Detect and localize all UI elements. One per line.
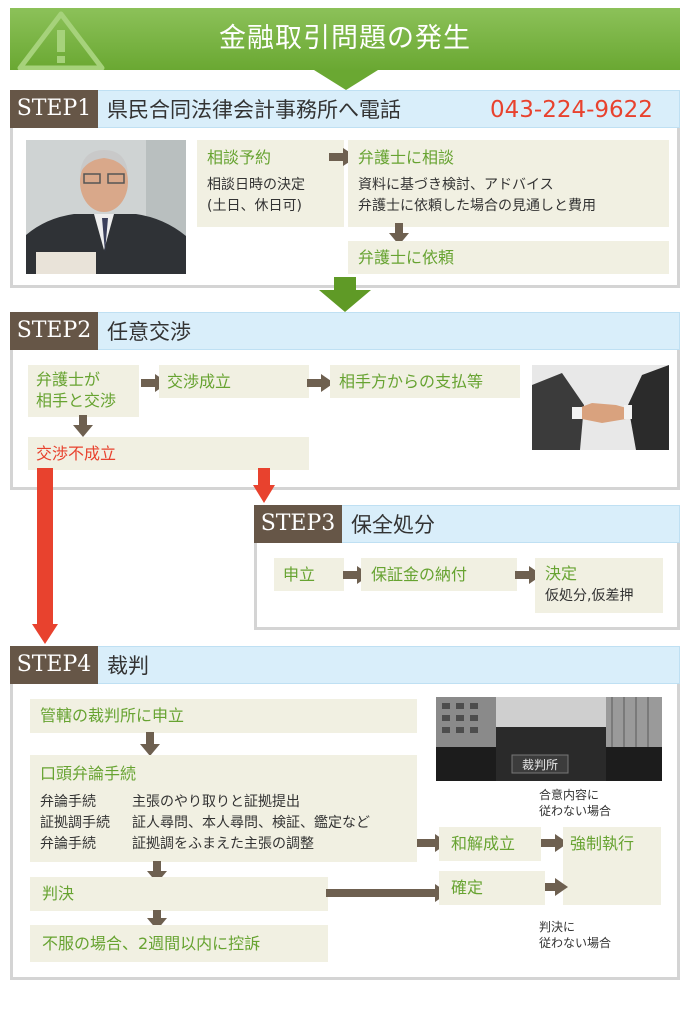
note-judgment-2: 従わない場合 [539,936,612,950]
arrow-right-icon [343,571,357,579]
negotiate-box: 弁護士が 相手と交渉 [28,365,139,417]
step2-tag: STEP2 [10,312,98,350]
note-settlement-2: 従わない場合 [539,804,612,818]
reserve-desc-1: 相談日時の決定 [207,177,305,193]
payment-label: 相手方からの支払等 [339,372,484,391]
oral-box: 口頭弁論手続 弁論手続 主張のやり取りと証拠提出 証拠調手続 証人尋問、本人尋問… [30,755,417,862]
step3-section: STEP3 保全処分 申立 保証金の納付 決定 仮処分,仮差押 [254,505,680,630]
court-photo: 裁判所 [436,697,662,781]
payment-box: 相手方からの支払等 [330,365,520,398]
warning-icon [17,11,105,70]
step4-title: 裁判 [107,654,149,678]
apply-box: 申立 [274,558,344,591]
arrow-right-icon [555,878,568,896]
arrow-right-icon [307,379,321,387]
arrow-down-icon [395,223,403,233]
arrow-down-icon [79,415,87,425]
consult-desc-1: 資料に基づき検討、アドバイス [358,177,554,193]
final-label: 確定 [451,878,484,897]
step4-header [10,646,680,684]
header-pointer [314,70,378,90]
arrow-down-icon [146,732,154,744]
arrow-down-icon [319,290,371,312]
arrow-down-icon [334,277,356,291]
settlement-label: 和解成立 [451,834,516,853]
consult-desc-2: 弁護士に依頼した場合の見通しと費用 [358,198,596,214]
file-label: 管轄の裁判所に申立 [40,706,185,725]
deposit-label: 保証金の納付 [371,565,468,584]
oral-row-desc: 証拠調をふまえた主張の調整 [132,836,314,852]
decision-label: 決定 [545,564,578,583]
fail-box: 交渉不成立 [28,437,309,470]
negotiate-line-2: 相手と交渉 [36,391,117,410]
note-settlement-1: 合意内容に [539,788,600,802]
appeal-label: 不服の場合、2週間以内に控訴 [42,934,261,953]
note-judgment-1: 判決に [539,920,576,934]
step3-tag: STEP3 [254,505,342,543]
arrow-down-icon [73,425,93,437]
step1-header [10,90,680,128]
oral-row-label: 証拠調手続 [40,815,110,831]
oral-row-label: 弁論手続 [40,794,96,810]
judgment-box: 判決 [30,877,328,911]
settlement-box: 和解成立 [439,827,541,861]
enforcement-label: 強制執行 [570,834,635,853]
arrow-right-icon [545,883,555,891]
step1-title: 県民合同法律会計事務所へ電話 [107,98,401,122]
arrow-right-icon [141,379,155,387]
apply-label: 申立 [283,565,316,584]
handshake-photo [532,365,669,450]
consult-title: 弁護士に相談 [358,148,455,167]
arrow-down-icon [140,744,160,756]
decision-desc: 仮処分,仮差押 [545,588,634,604]
arrow-down-icon [258,468,270,486]
request-box: 弁護士に依頼 [348,241,669,274]
request-title: 弁護士に依頼 [358,248,455,267]
negotiate-line-1: 弁護士が [36,370,101,389]
arrow-right-icon [329,153,343,161]
consult-box: 弁護士に相談 資料に基づき検討、アドバイス 弁護士に依頼した場合の見通しと費用 [348,140,669,227]
step2-section: STEP2 任意交渉 弁護士が 相手と交渉 交渉成立 相手方からの支払等 交渉不… [10,312,680,490]
arrow-right-icon [326,889,435,897]
step4-tag: STEP4 [10,646,98,684]
enforcement-box: 強制執行 [563,827,661,905]
arrow-down-icon [153,910,161,918]
step4-section: STEP4 裁判 管轄の裁判所に申立 裁判所 口頭弁論手続 弁論手続 主張のやり… [10,646,680,980]
judgment-label: 判決 [42,884,75,903]
page-title: 金融取引問題の発生 [219,23,471,54]
arrow-down-icon [253,485,275,503]
arrow-right-icon [417,839,435,847]
file-box: 管轄の裁判所に申立 [30,699,417,733]
oral-row-desc: 主張のやり取りと証拠提出 [132,794,300,810]
phone-number[interactable]: 043-224-9622 [490,97,653,123]
reserve-box: 相談予約 相談日時の決定 (土日、休日可) [197,140,344,227]
arrow-down-icon [37,468,53,625]
final-box: 確定 [439,871,545,905]
arrow-right-icon [515,571,529,579]
step2-header [10,312,680,350]
oral-row-label: 弁論手続 [40,836,96,852]
oral-row-desc: 証人尋問、本人尋問、検証、鑑定など [132,815,370,831]
header-banner: 金融取引問題の発生 [10,8,680,70]
arrow-down-icon [32,624,58,644]
deposit-box: 保証金の納付 [361,558,517,591]
fail-label: 交渉不成立 [36,444,117,463]
arrow-right-icon [541,839,555,847]
arrow-down-icon [153,861,161,871]
success-label: 交渉成立 [167,372,232,391]
court-sign: 裁判所 [522,758,558,772]
step3-title: 保全処分 [351,513,435,537]
lawyer-photo [26,140,186,274]
step1-tag: STEP1 [10,90,98,128]
step2-title: 任意交渉 [107,320,191,344]
oral-title: 口頭弁論手続 [40,764,137,783]
decision-box: 決定 仮処分,仮差押 [535,558,663,613]
reserve-title: 相談予約 [207,148,272,167]
success-box: 交渉成立 [159,365,309,398]
appeal-box: 不服の場合、2週間以内に控訴 [30,925,328,962]
reserve-desc-2: (土日、休日可) [207,198,302,214]
step1-section: STEP1 県民合同法律会計事務所へ電話 043-224-9622 相談予約 相… [10,90,680,288]
